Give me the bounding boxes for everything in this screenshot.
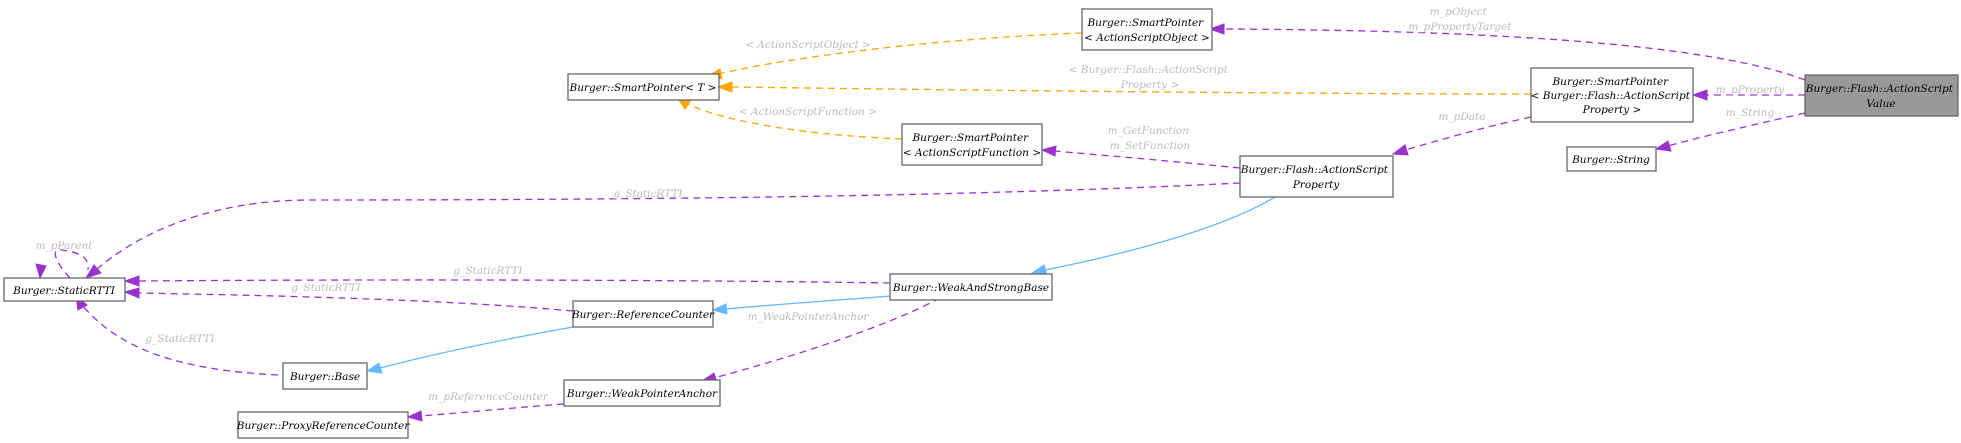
svg-text:Burger::Flash::ActionScript: Burger::Flash::ActionScript Property [1240, 164, 1392, 191]
edge-m-weakpointeranchor [713, 297, 941, 379]
svg-text:Burger::SmartPointer <: Burger::SmartPointer < ActionScriptObjec… [1084, 17, 1210, 44]
svg-text:Burger::SmartPointer< T >: Burger::SmartPointer< T > [569, 82, 717, 94]
edge-g-staticrtti-base [81, 304, 279, 376]
svg-text:Burger::Flash::ActionScript: Burger::Flash::ActionScript Value [1805, 83, 1957, 110]
node-staticrtti[interactable]: Burger::StaticRTTI [3, 277, 126, 302]
node-smartpointer-actionscriptfunction[interactable]: Burger::SmartPointer < ActionScriptFunct… [901, 123, 1043, 166]
svg-text:Burger::SmartPointer <: Burger::SmartPointer < ActionScriptFunct… [903, 132, 1041, 159]
edge-m-pobject-arrowhead [1208, 23, 1225, 35]
edge-m-pparent-arrowhead [35, 263, 47, 280]
edge-label-tmpl-property: < Burger::Flash::ActionScript Property > [1069, 64, 1232, 91]
edge-label-tmpl-actionscriptfunction: < ActionScriptFunction > [739, 106, 877, 118]
edge-label-m-pobject: m_pObject m_pPropertyTarget [1408, 6, 1512, 33]
edge-label-tmpl-actionscriptobject: < ActionScriptObject > [745, 39, 871, 51]
svg-text:Burger::WeakAndStrongBase: Burger::WeakAndStrongBase [892, 282, 1049, 294]
edge-tmpl-actionscriptobject [717, 32, 1083, 75]
edge-label-g-staticrtti-wsb: g_StaticRTTI [453, 265, 523, 277]
edge-m-pdata-arrowhead [1391, 144, 1409, 156]
edge-g-staticrtti-top-arrowhead [84, 264, 102, 279]
node-smartpointer-actionscriptobject[interactable]: Burger::SmartPointer < ActionScriptObjec… [1081, 8, 1213, 51]
node-actionscript-value[interactable]: Burger::Flash::ActionScript Value [1804, 74, 1959, 117]
node-weakandstrongbase[interactable]: Burger::WeakAndStrongBase [889, 273, 1053, 301]
edge-label-m-pproperty: m_pProperty [1716, 84, 1786, 96]
edge-tmpl-actionscriptfunction [687, 103, 903, 140]
edge-tmpl-property-arrowhead [716, 81, 733, 93]
edge-label-m-pdata: m_pData [1438, 111, 1485, 123]
edge-label-m-pparent: m_pParent [36, 240, 94, 252]
edge-m-preferencecounter [419, 403, 565, 417]
edge-inherit-rc-base-arrowhead [365, 362, 383, 374]
edge-label-g-staticrtti-base: g_StaticRTTI [145, 333, 215, 345]
edge-label-m-getfunction: m_GetFunction m_SetFunction [1108, 125, 1193, 152]
edge-g-staticrtti-rc-arrowhead [123, 287, 140, 299]
edge-inherit-wsb-rc [725, 295, 893, 310]
svg-text:Burger::SmartPointer <: Burger::SmartPointer < Burger::Flash::Ac… [1531, 76, 1694, 116]
edge-m-getfunction [1053, 150, 1241, 169]
edge-m-preferencecounter-arrowhead [406, 410, 423, 422]
edge-g-staticrtti-wsb [137, 279, 891, 284]
node-smartpointer-actionscript-property[interactable]: Burger::SmartPointer < Burger::Flash::Ac… [1530, 67, 1694, 123]
svg-text:Burger::ReferenceCounter: Burger::ReferenceCounter [571, 309, 715, 321]
edge-inherit-wsb-rc-arrowhead [711, 303, 728, 315]
edge-g-staticrtti-wsb-arrowhead [123, 275, 140, 287]
svg-text:Burger::WeakPointerAnchor: Burger::WeakPointerAnchor [566, 388, 718, 400]
node-actionscript-property[interactable]: Burger::Flash::ActionScript Property [1239, 155, 1394, 198]
svg-text:Burger::Base: Burger::Base [289, 371, 360, 383]
node-base[interactable]: Burger::Base [282, 362, 368, 390]
edge-g-staticrtti-rc [137, 292, 574, 312]
edge-inherit-property-wsb [1044, 196, 1276, 271]
edge-m-getfunction-arrowhead [1040, 145, 1057, 157]
edge-m-pobject [1221, 28, 1806, 81]
edge-label-g-staticrtti-top: g_StaticRTTI [613, 188, 683, 200]
edge-m-pproperty-arrowhead [1691, 89, 1708, 101]
edge-m-pparent [54, 249, 89, 279]
edge-label-m-string: m_String [1726, 107, 1775, 119]
svg-text:Burger::StaticRTTI: Burger::StaticRTTI [12, 285, 116, 297]
edge-m-string-arrowhead [1654, 140, 1672, 152]
node-referencecounter[interactable]: Burger::ReferenceCounter [571, 300, 715, 328]
node-string[interactable]: Burger::String [1566, 146, 1657, 172]
edge-label-g-staticrtti-rc: g_StaticRTTI [291, 282, 361, 294]
node-smartpointer-t[interactable]: Burger::SmartPointer< T > [567, 73, 720, 101]
edge-tmpl-property [731, 86, 1532, 95]
edge-label-m-weakpointeranchor: m_WeakPointerAnchor [748, 311, 870, 323]
node-proxyreferencecounter[interactable]: Burger::ProxyReferenceCounter [236, 411, 410, 439]
edge-inherit-rc-base [379, 326, 574, 369]
edge-g-staticrtti-top [95, 182, 1241, 271]
node-weakpointeranchor[interactable]: Burger::WeakPointerAnchor [563, 379, 721, 407]
svg-text:Burger::ProxyReferenceCounter: Burger::ProxyReferenceCounter [236, 420, 410, 432]
edge-label-m-preferencecounter: m_pReferenceCounter [428, 391, 549, 403]
svg-text:Burger::String: Burger::String [1571, 154, 1650, 166]
edge-m-pdata [1404, 116, 1532, 151]
